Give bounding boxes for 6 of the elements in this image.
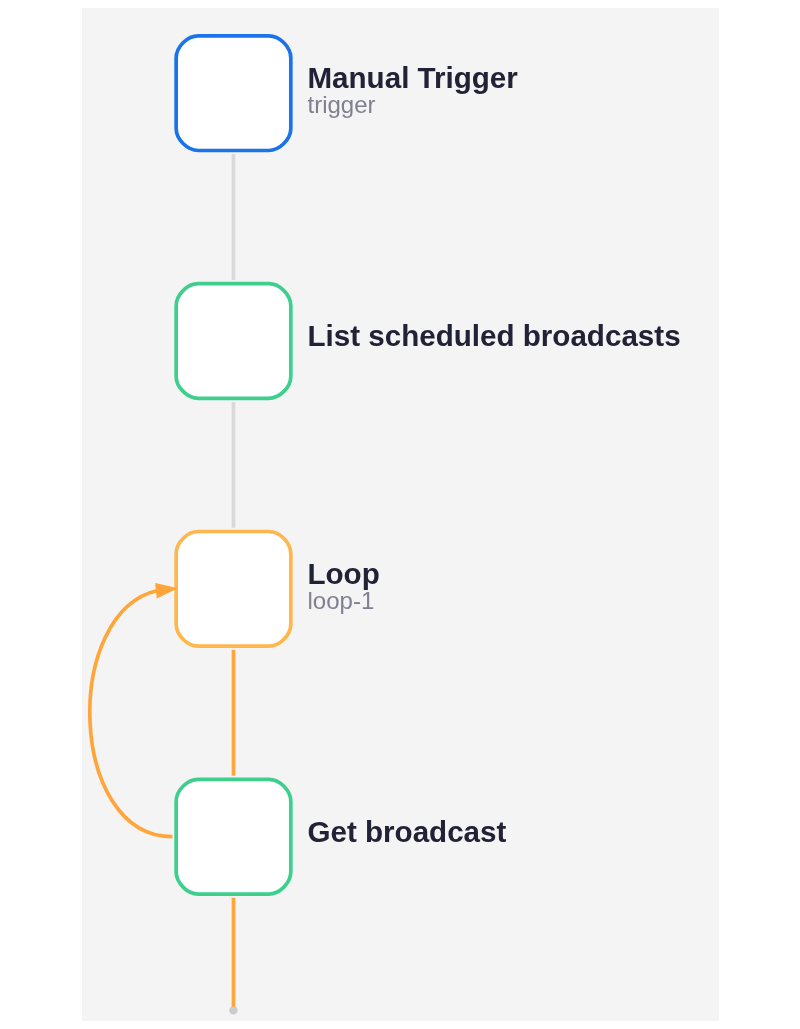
node-label: Get broadcast (306, 814, 506, 848)
node-label: List scheduled broadcasts (306, 319, 681, 353)
arrow (87, 582, 178, 839)
connector (231, 897, 235, 1007)
node-label: Loop (306, 556, 380, 590)
connector (231, 649, 235, 776)
